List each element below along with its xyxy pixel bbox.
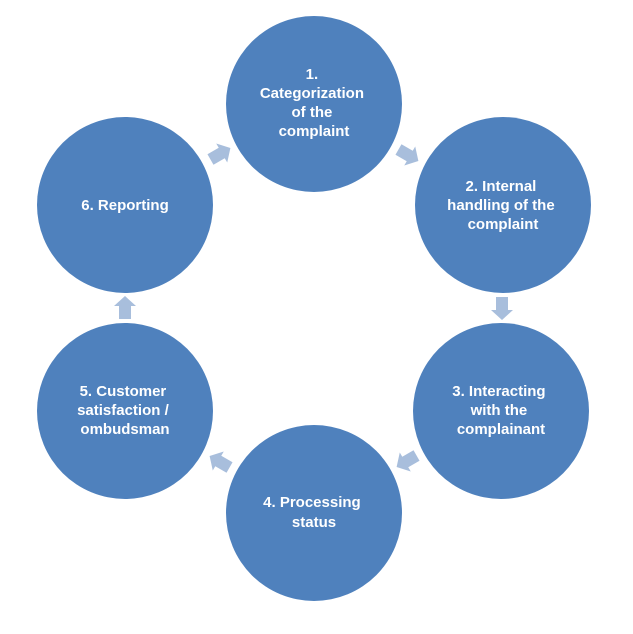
step-label-5-line-1: 5. Customer: [80, 383, 167, 400]
step-label-6-line-1: 6. Reporting: [81, 197, 169, 214]
step-label-3: 3. Interacting with the complainant: [452, 383, 550, 438]
step-label-1: 1. Categorization of the complaint: [260, 66, 368, 140]
step-label-3-line-2: with the: [470, 402, 528, 419]
cycle-arrow-icon-1-to-2: [395, 144, 419, 166]
step-node-1: 1. Categorization of the complaint: [226, 16, 402, 192]
step-label-5-line-3: ombudsman: [80, 421, 169, 438]
step-label-4-line-1: 4. Processing: [263, 494, 361, 511]
step-label-2-line-3: complaint: [468, 216, 539, 233]
step-label-2-line-1: 2. Internal: [465, 178, 536, 195]
step-label-3-line-1: 3. Interacting: [452, 383, 545, 400]
step-label-5-line-2: satisfaction /: [77, 402, 170, 419]
step-circle-4: [226, 425, 402, 601]
cycle-arrow-icon-2-to-3: [491, 297, 513, 320]
step-label-2: 2. Internal handling of the complaint: [447, 178, 559, 233]
step-node-6: 6. Reporting: [37, 117, 213, 293]
step-label-4: 4. Processing status: [263, 494, 365, 531]
step-circle-3: [413, 323, 589, 499]
arrows-layer: [114, 143, 513, 473]
step-label-1-line-1: 1.: [306, 66, 319, 83]
step-label-2-line-2: handling of the: [447, 197, 554, 214]
step-label-6: 6. Reporting: [81, 197, 169, 214]
cycle-arrow-icon-4-to-5: [209, 451, 233, 473]
step-circle-6: [37, 117, 213, 293]
step-label-1-line-3: of the: [292, 104, 333, 121]
step-circle-1: [226, 16, 402, 192]
step-node-5: 5. Customer satisfaction / ombudsman: [37, 323, 213, 499]
cycle-arrow-icon-3-to-4: [396, 450, 420, 472]
cycle-arrow-icon-6-to-1: [207, 143, 231, 165]
step-label-1-line-4: complaint: [279, 123, 350, 140]
step-node-3: 3. Interacting with the complainant: [413, 323, 589, 499]
step-label-1-line-2: Categorization: [260, 85, 364, 102]
step-label-3-line-3: complainant: [457, 421, 545, 438]
step-label-4-line-2: status: [292, 514, 336, 531]
step-label-5: 5. Customer satisfaction / ombudsman: [77, 383, 173, 438]
step-circle-5: [37, 323, 213, 499]
cycle-arrow-icon-5-to-6: [114, 296, 136, 319]
step-circle-2: [415, 117, 591, 293]
step-node-4: 4. Processing status: [226, 425, 402, 601]
step-node-2: 2. Internal handling of the complaint: [415, 117, 591, 293]
